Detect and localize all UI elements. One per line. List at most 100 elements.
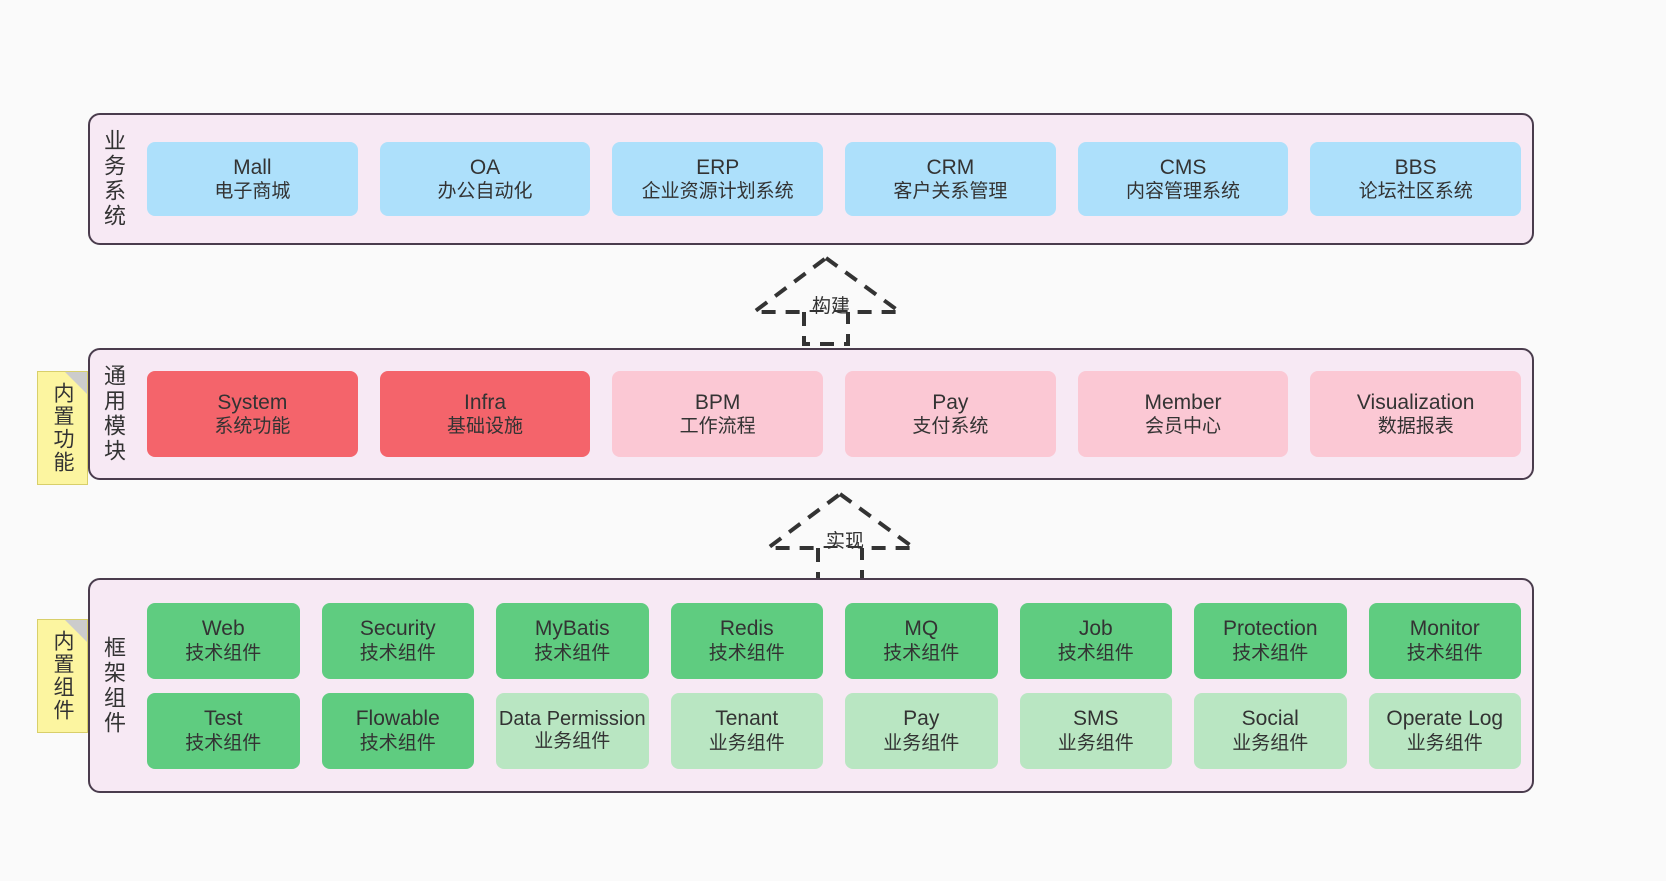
card-mybatis[interactable]: MyBatis 技术组件 — [496, 602, 649, 679]
framework-row-business: Test 技术组件 Flowable 技术组件 Data Permission … — [136, 692, 1532, 769]
card-title: Security — [359, 617, 436, 641]
card-title: Tenant — [715, 707, 779, 731]
card-redis[interactable]: Redis 技术组件 — [670, 602, 823, 679]
card-title: Social — [1241, 707, 1299, 731]
card-tenant[interactable]: Tenant 业务组件 — [670, 692, 823, 769]
card-security[interactable]: Security 技术组件 — [321, 602, 474, 679]
note-text: 内置功能 — [51, 382, 74, 474]
card-subtitle: 工作流程 — [679, 416, 756, 438]
card-subtitle: 技术组件 — [1232, 642, 1309, 664]
card-title: MyBatis — [534, 617, 610, 641]
card-subtitle: 技术组件 — [359, 642, 436, 664]
card-title: BPM — [694, 390, 741, 414]
card-cms[interactable]: CMS 内容管理系统 — [1077, 142, 1289, 216]
card-title: Infra — [463, 390, 507, 414]
card-title: CMS — [1159, 155, 1207, 179]
card-title: Job — [1078, 617, 1113, 641]
layer-body-business-systems: Mall 电子商城 OA 办公自动化 ERP 企业资源计划系统 CRM 客户关系… — [136, 115, 1532, 243]
card-visualization[interactable]: Visualization 数据报表 — [1310, 371, 1522, 457]
layer-business-systems: 业务系统 Mall 电子商城 OA 办公自动化 ERP 企业资源计划系统 CRM… — [88, 113, 1534, 245]
card-crm[interactable]: CRM 客户关系管理 — [845, 142, 1056, 216]
card-title: MQ — [904, 617, 939, 641]
card-test[interactable]: Test 技术组件 — [147, 692, 300, 769]
card-social[interactable]: Social 业务组件 — [1194, 692, 1347, 769]
card-subtitle: 业务组件 — [1406, 732, 1483, 754]
note-fold-corner-icon — [65, 620, 87, 642]
card-subtitle: 数据报表 — [1377, 416, 1454, 438]
card-title: Test — [203, 707, 243, 731]
card-data-permission[interactable]: Data Permission 业务组件 — [496, 692, 649, 769]
implement-arrow-label: 实现 — [826, 531, 865, 552]
card-subtitle: 支付系统 — [912, 416, 989, 438]
card-sms[interactable]: SMS 业务组件 — [1019, 692, 1172, 769]
card-pay-module[interactable]: Pay 支付系统 — [845, 371, 1056, 457]
card-subtitle: 论坛社区系统 — [1358, 181, 1473, 203]
card-title: SMS — [1072, 707, 1119, 731]
layer-common-modules: 通用模块 System 系统功能 Infra 基础设施 BPM 工作流程 Pay… — [88, 348, 1534, 480]
card-infra[interactable]: Infra 基础设施 — [379, 371, 591, 457]
layer-body-framework-components: Web 技术组件 Security 技术组件 MyBatis 技术组件 Redi… — [136, 580, 1532, 791]
card-operate-log[interactable]: Operate Log 业务组件 — [1368, 692, 1521, 769]
card-job[interactable]: Job 技术组件 — [1019, 602, 1172, 679]
card-erp[interactable]: ERP 企业资源计划系统 — [612, 142, 824, 216]
layer-framework-components: 框架组件 Web 技术组件 Security 技术组件 MyBatis 技术组件… — [88, 578, 1534, 793]
layer-title-common-modules: 通用模块 — [101, 364, 126, 464]
card-title: Pay — [903, 707, 940, 731]
card-subtitle: 技术组件 — [1406, 642, 1483, 664]
card-subtitle: 客户关系管理 — [893, 181, 1008, 203]
card-subtitle: 技术组件 — [708, 642, 785, 664]
card-flowable[interactable]: Flowable 技术组件 — [321, 692, 474, 769]
build-arrow-label: 构建 — [812, 296, 851, 317]
card-title: Visualization — [1356, 390, 1475, 414]
card-title: System — [217, 390, 288, 414]
card-subtitle: 技术组件 — [883, 642, 960, 664]
card-subtitle: 技术组件 — [1057, 642, 1134, 664]
layer-body-common-modules: System 系统功能 Infra 基础设施 BPM 工作流程 Pay 支付系统… — [136, 350, 1532, 478]
layer-title-business-systems: 业务系统 — [101, 129, 126, 229]
card-title: Data Permission — [498, 707, 646, 730]
card-title: Web — [201, 617, 245, 641]
card-title: Mall — [233, 155, 272, 179]
card-oa[interactable]: OA 办公自动化 — [379, 142, 591, 216]
card-bpm[interactable]: BPM 工作流程 — [612, 371, 824, 457]
card-subtitle: 系统功能 — [214, 416, 291, 438]
card-subtitle: 基础设施 — [447, 416, 524, 438]
card-subtitle: 业务组件 — [1232, 732, 1309, 754]
card-title: Flowable — [355, 707, 440, 731]
card-title: CRM — [926, 155, 975, 179]
card-title: Protection — [1222, 617, 1318, 641]
card-pay-component[interactable]: Pay 业务组件 — [845, 692, 998, 769]
note-fold-corner-icon — [65, 372, 87, 394]
card-protection[interactable]: Protection 技术组件 — [1194, 602, 1347, 679]
card-subtitle: 电子商城 — [214, 181, 291, 203]
card-web[interactable]: Web 技术组件 — [147, 602, 300, 679]
card-system[interactable]: System 系统功能 — [147, 371, 358, 457]
card-title: Redis — [719, 617, 774, 641]
note-text: 内置组件 — [51, 630, 74, 722]
card-subtitle: 技术组件 — [185, 732, 262, 754]
card-mq[interactable]: MQ 技术组件 — [845, 602, 998, 679]
card-monitor[interactable]: Monitor 技术组件 — [1368, 602, 1521, 679]
card-subtitle: 会员中心 — [1145, 416, 1222, 438]
card-title: OA — [469, 155, 501, 179]
card-subtitle: 业务组件 — [534, 731, 611, 753]
card-title: Operate Log — [1386, 707, 1504, 731]
card-subtitle: 技术组件 — [185, 642, 262, 664]
card-bbs[interactable]: BBS 论坛社区系统 — [1310, 142, 1522, 216]
card-subtitle: 企业资源计划系统 — [641, 181, 794, 203]
card-subtitle: 技术组件 — [359, 732, 436, 754]
card-title: Member — [1144, 390, 1222, 414]
framework-row-tech: Web 技术组件 Security 技术组件 MyBatis 技术组件 Redi… — [136, 602, 1532, 679]
card-member[interactable]: Member 会员中心 — [1077, 371, 1289, 457]
card-subtitle: 业务组件 — [1057, 732, 1134, 754]
card-subtitle: 内容管理系统 — [1126, 181, 1241, 203]
layer-title-framework-components: 框架组件 — [101, 635, 126, 736]
note-builtin-components: 内置组件 — [37, 619, 88, 733]
card-subtitle: 技术组件 — [534, 642, 611, 664]
card-title: ERP — [696, 155, 740, 179]
card-subtitle: 业务组件 — [708, 732, 785, 754]
card-subtitle: 业务组件 — [883, 732, 960, 754]
card-mall[interactable]: Mall 电子商城 — [147, 142, 358, 216]
card-title: Pay — [932, 390, 969, 414]
